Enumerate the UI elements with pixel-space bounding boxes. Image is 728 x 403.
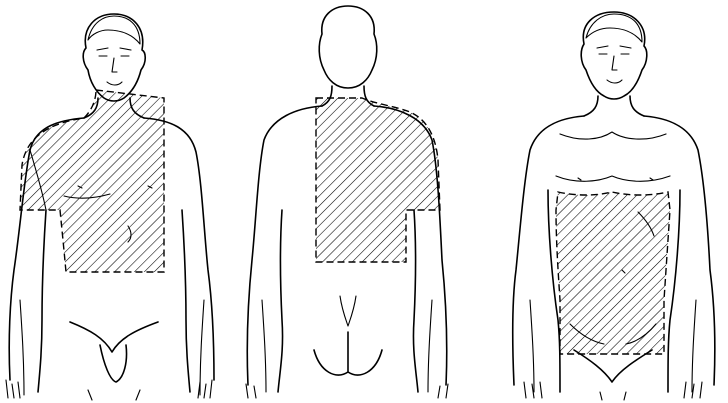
- right-hand: [684, 382, 702, 398]
- buttocks: [314, 332, 382, 375]
- left-forearm-inner: [530, 300, 534, 392]
- nose: [612, 56, 617, 70]
- leg-divide: [600, 392, 626, 400]
- right-forearm-inner: [692, 300, 696, 392]
- right-torso-side: [413, 210, 418, 392]
- right-torso-side: [668, 190, 680, 392]
- left-torso-side: [38, 210, 46, 392]
- left-shoulder-arm: [247, 106, 322, 385]
- shaded-zone: [20, 90, 164, 272]
- nose: [112, 58, 117, 72]
- left-forearm-inner: [20, 300, 24, 395]
- groin-line: [574, 350, 652, 382]
- lower-back-curves: [340, 296, 356, 326]
- right-forearm-inner: [428, 300, 432, 392]
- left-torso-side: [278, 210, 283, 392]
- eyebrows: [597, 46, 631, 48]
- left-hand: [6, 380, 20, 398]
- left-hand: [246, 384, 256, 398]
- left-forearm-inner: [262, 300, 266, 392]
- figure-back: [246, 6, 448, 398]
- head-back-outline: [319, 6, 377, 88]
- eyebrows: [97, 48, 131, 50]
- shaded-zone: [556, 192, 670, 354]
- nipple-left: [578, 178, 581, 180]
- right-torso-side: [182, 210, 190, 392]
- groin-line: [70, 322, 158, 352]
- right-hand: [438, 384, 448, 398]
- neck-right: [630, 96, 644, 116]
- figure-front-right: [513, 12, 715, 400]
- clavicles: [560, 132, 666, 139]
- shaded-zone: [316, 98, 440, 262]
- figure-front-left: [6, 14, 214, 400]
- neck-left: [584, 96, 598, 116]
- right-forearm-inner: [200, 300, 204, 395]
- leg-divide: [88, 390, 140, 400]
- mouth: [107, 82, 122, 85]
- nipple-right: [650, 178, 653, 180]
- left-hand: [524, 382, 542, 398]
- mouth: [607, 80, 622, 83]
